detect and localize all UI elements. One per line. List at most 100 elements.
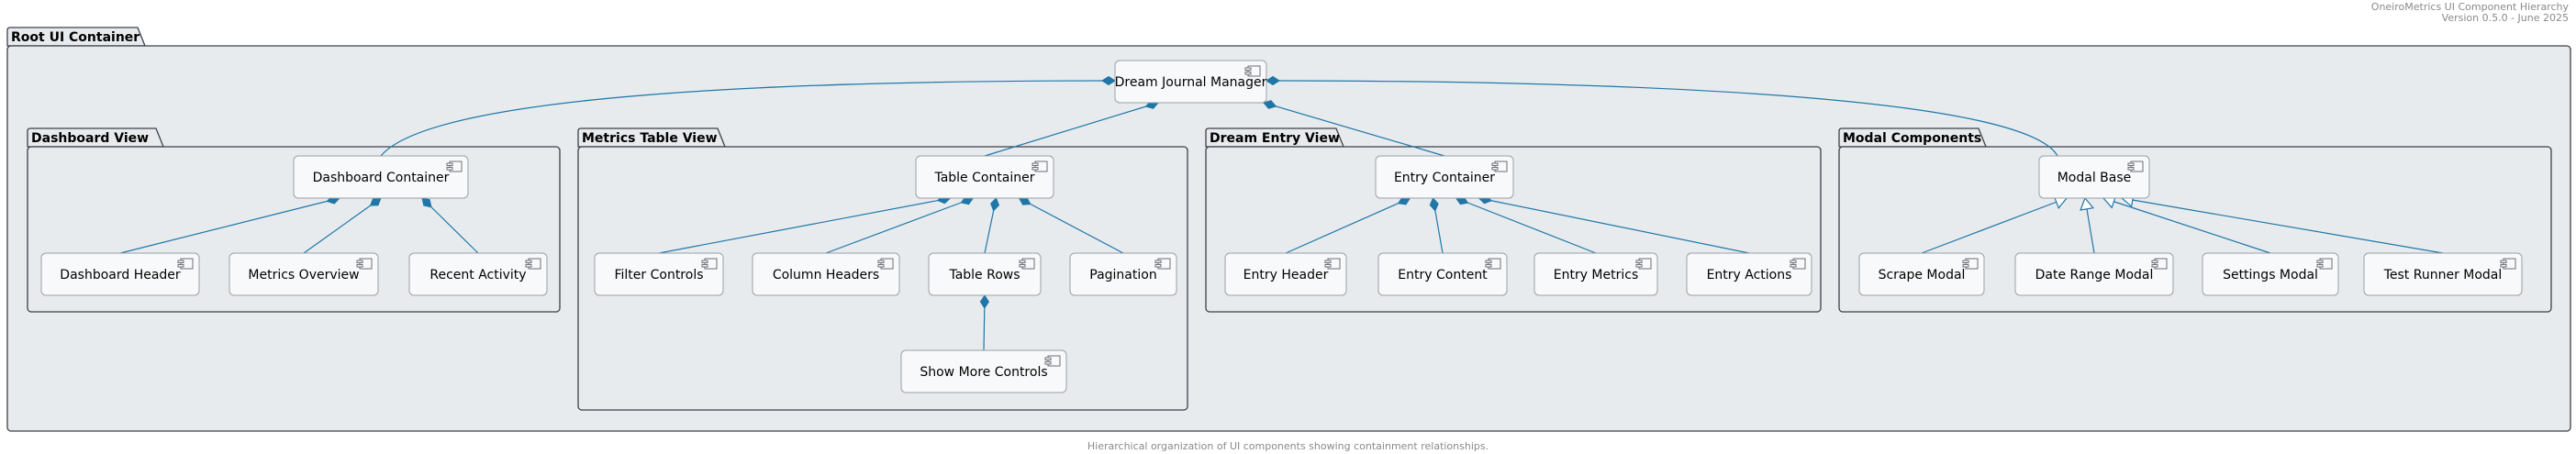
component-icon: [1790, 258, 1806, 270]
edge-manager-modal_base: [1266, 75, 2058, 157]
inheritance-arrowhead: [2080, 196, 2095, 211]
component-table-rows[interactable]: Table Rows: [928, 252, 1042, 296]
component-settings-modal[interactable]: Settings Modal: [2202, 252, 2339, 296]
component-modal-base[interactable]: Modal Base: [2038, 155, 2150, 199]
edge-line: [1921, 197, 2068, 254]
component-show-more[interactable]: Show More Controls: [900, 349, 1067, 393]
component-box: [915, 155, 1054, 199]
edge-line: [1285, 197, 1411, 254]
edge-line: [1478, 197, 1750, 254]
component-icon: [877, 258, 894, 270]
component-label: Entry Content: [1398, 268, 1488, 282]
diagram-header-note: OneiroMetrics UI Component Hierarchy Ver…: [2371, 2, 2569, 24]
header-version: Version 0.5.0 - June 2025: [2441, 12, 2569, 24]
component-label: Dashboard Container: [313, 171, 450, 185]
edge-line: [825, 197, 974, 254]
component-icon: [356, 258, 373, 270]
edge-dash_container-metrics_overview: [303, 197, 382, 254]
component-label: Settings Modal: [2223, 268, 2318, 282]
component-manager[interactable]: Dream Journal Manager: [1114, 60, 1267, 104]
component-box: [1224, 252, 1347, 296]
component-label: Date Range Modal: [2035, 268, 2154, 282]
component-icon: [2127, 161, 2144, 172]
edge-table_rows-show_more: [979, 294, 989, 351]
component-table-container[interactable]: Table Container: [915, 155, 1054, 199]
component-date-range-modal[interactable]: Date Range Modal: [2014, 252, 2174, 296]
composition-diamond: [990, 197, 1000, 212]
component-icon: [1154, 258, 1171, 270]
component-label: Entry Header: [1243, 268, 1329, 282]
component-entry-container[interactable]: Entry Container: [1375, 155, 1514, 199]
component-label: Modal Base: [2057, 171, 2132, 185]
component-label: Entry Container: [1394, 171, 1495, 185]
component-test-runner-modal[interactable]: Test Runner Modal: [2363, 252, 2523, 296]
edge-line: [119, 197, 340, 254]
component-label: Dream Journal Manager: [1115, 75, 1267, 90]
package-tab: [27, 127, 164, 148]
edge-table_container-pagination: [1018, 196, 1124, 254]
edge-line: [1266, 80, 2058, 157]
component-entry-header[interactable]: Entry Header: [1224, 252, 1347, 296]
edge-line: [2121, 197, 2444, 254]
diagram-footer-note: Hierarchical organization of UI componen…: [1087, 440, 1489, 452]
composition-diamond: [1101, 75, 1116, 86]
package-title: Dashboard View: [31, 131, 149, 146]
component-pagination[interactable]: Pagination: [1069, 252, 1177, 296]
component-icon: [2316, 258, 2333, 270]
package-title: Dream Entry View: [1210, 131, 1340, 146]
component-label: Show More Controls: [920, 365, 1047, 380]
component-label: Recent Activity: [429, 268, 526, 282]
composition-diamond: [421, 197, 432, 208]
component-icon: [1324, 258, 1341, 270]
component-filter-controls[interactable]: Filter Controls: [594, 252, 724, 296]
edge-line: [984, 102, 1159, 157]
component-entry-metrics[interactable]: Entry Metrics: [1533, 252, 1658, 296]
edge-line: [1455, 197, 1597, 254]
edge-manager-dash_container: [380, 75, 1116, 157]
component-box: [1114, 60, 1267, 104]
component-label: Scrape Modal: [1879, 268, 1966, 282]
component-icon: [1044, 355, 1061, 367]
component-metrics-overview[interactable]: Metrics Overview: [229, 252, 379, 296]
composition-diamond: [1429, 197, 1439, 212]
edge-line: [658, 197, 951, 254]
component-dash-header[interactable]: Dashboard Header: [40, 252, 200, 296]
component-icon: [446, 161, 463, 172]
component-box: [928, 252, 1042, 296]
component-label: Column Headers: [773, 268, 879, 282]
component-box: [229, 252, 379, 296]
component-entry-actions[interactable]: Entry Actions: [1686, 252, 1812, 296]
component-dash-container[interactable]: Dashboard Container: [293, 155, 469, 199]
component-label: Test Runner Modal: [2383, 268, 2503, 282]
component-box: [1686, 252, 1812, 296]
component-label: Entry Actions: [1707, 268, 1792, 282]
component-box: [752, 252, 900, 296]
component-icon: [2500, 258, 2516, 270]
component-icon: [1485, 258, 1501, 270]
header-title: OneiroMetrics UI Component Hierarchy: [2370, 1, 2569, 13]
component-column-headers[interactable]: Column Headers: [752, 252, 900, 296]
edge-line: [303, 197, 382, 254]
edge-manager-entry_container: [1263, 100, 1445, 157]
component-box: [2038, 155, 2150, 199]
package-tab: [1205, 127, 1344, 148]
component-box: [900, 349, 1067, 393]
component-label: Entry Metrics: [1554, 268, 1639, 282]
component-box: [1375, 155, 1514, 199]
component-entry-content[interactable]: Entry Content: [1377, 252, 1508, 296]
component-box: [1069, 252, 1177, 296]
component-box: [1377, 252, 1508, 296]
component-label: Dashboard Header: [60, 268, 181, 282]
component-box: [2202, 252, 2339, 296]
component-recent-activity[interactable]: Recent Activity: [408, 252, 548, 296]
component-icon: [1032, 161, 1048, 172]
edge-table_container-table_rows: [984, 197, 1000, 254]
component-box: [2014, 252, 2174, 296]
component-scrape-modal[interactable]: Scrape Modal: [1858, 252, 1985, 296]
component-icon: [525, 258, 541, 270]
component-label: Table Container: [933, 171, 1034, 185]
package-tab: [6, 27, 146, 47]
component-icon: [1491, 161, 1508, 172]
